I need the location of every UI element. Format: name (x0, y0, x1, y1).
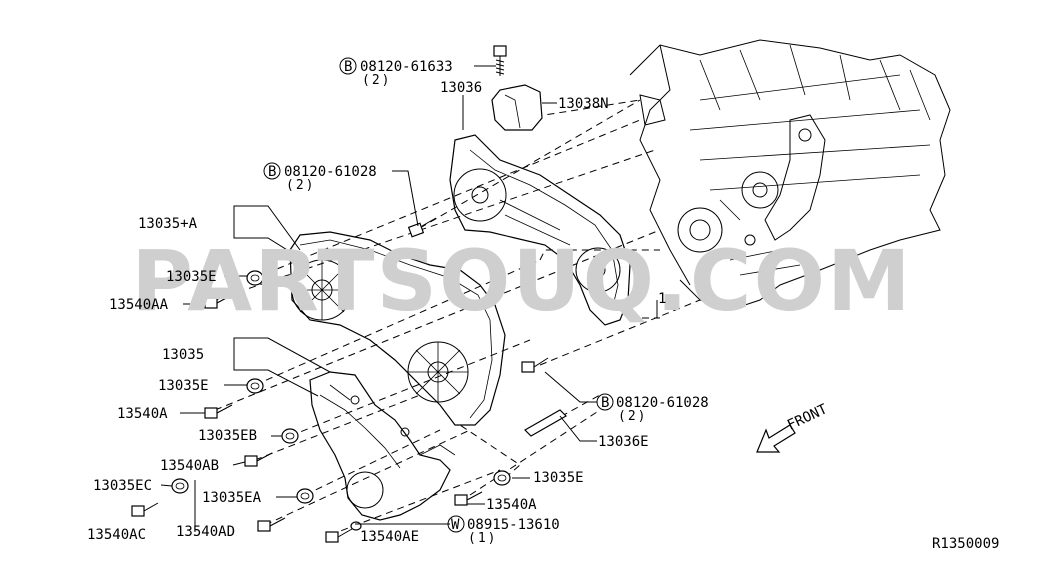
grommet-ea-label: 13035EA (202, 490, 262, 506)
drawing-id: R1350009 (932, 536, 999, 552)
washer-number: 08915-13610 (467, 517, 560, 533)
cover-front-label: 13035 (162, 347, 204, 363)
bolt-a1 (204, 404, 233, 419)
grommet-ec-label: 13035EC (93, 478, 152, 494)
bolt-a1-label: 13540A (117, 406, 168, 422)
grommet-1-label: 13035E (166, 269, 217, 285)
bolt-ad (257, 517, 286, 532)
bolt-right-qty: (2) (618, 409, 647, 424)
grommet-ea (296, 488, 314, 504)
bolt-top (493, 45, 507, 76)
seal-strip (524, 409, 567, 437)
front-lower-cover (309, 371, 456, 521)
bolt-top-number: 08120-61633 (360, 59, 453, 75)
bolt-ab-label: 13540AB (160, 458, 219, 474)
bolt-right (521, 357, 549, 373)
bolt-marker-b3 (596, 393, 614, 411)
bolt-ae-label: 13540AE (360, 529, 419, 545)
grommet-eb (281, 428, 299, 444)
bolt-aa (204, 294, 233, 309)
grommet-eb-label: 13035EB (198, 428, 257, 444)
bolt-mid (407, 217, 437, 238)
rear-timing-cover (449, 134, 631, 326)
bolt-mid-prefix: B (268, 164, 276, 180)
bolt-aa-label: 13540AA (109, 297, 169, 313)
bolt-top-qty: (2) (362, 73, 391, 88)
washer-prefix: W (451, 517, 460, 533)
grommet-1 (246, 270, 264, 286)
bolt-ab (244, 452, 273, 467)
bolt-ae (325, 521, 362, 543)
bolt-ad-label: 13540AD (176, 524, 235, 540)
bolt-marker-b1 (339, 57, 357, 75)
bolt-right-number: 08120-61028 (616, 395, 709, 411)
ref-number-label: 1 (658, 291, 666, 307)
watermark: PARTSOUQ.COM (131, 232, 912, 330)
front-label: FRONT (785, 401, 830, 434)
bolt-marker-b2 (263, 162, 281, 180)
gasket-upper-label: 13038N (558, 96, 609, 112)
bolt-ac-label: 13540AC (87, 527, 146, 543)
leader-lines (160, 65, 658, 532)
front-upper-cover (289, 231, 506, 426)
bolt-top-prefix: B (344, 59, 352, 75)
cover-front-upper-label: 13035+A (138, 216, 198, 232)
grommet-3-label: 13035E (533, 470, 584, 486)
grommet-ec (171, 478, 189, 494)
grommet-3 (493, 470, 511, 486)
cover-upper-label: 13036 (440, 80, 482, 96)
engine-block-drawing (629, 39, 951, 311)
bolt-right-prefix: B (601, 395, 609, 411)
bolt-ac (131, 502, 159, 517)
grommet-2 (246, 378, 264, 394)
callout-labels: B 08120-61633 (2) 13036 13038N B 08120-6… (87, 57, 709, 546)
washer-marker-w (447, 515, 465, 533)
bolt-a2 (454, 491, 483, 506)
washer-qty: (1) (468, 531, 497, 546)
front-direction-indicator: FRONT (756, 401, 830, 453)
front-arrow-icon (756, 424, 796, 453)
bolt-mid-number: 08120-61028 (284, 164, 377, 180)
bolt-mid-qty: (2) (286, 178, 315, 193)
seal-strip-label: 13036E (598, 434, 649, 450)
grommet-2-label: 13035E (158, 378, 209, 394)
gasket-block (491, 84, 543, 131)
bolt-a2-label: 13540A (486, 497, 537, 513)
